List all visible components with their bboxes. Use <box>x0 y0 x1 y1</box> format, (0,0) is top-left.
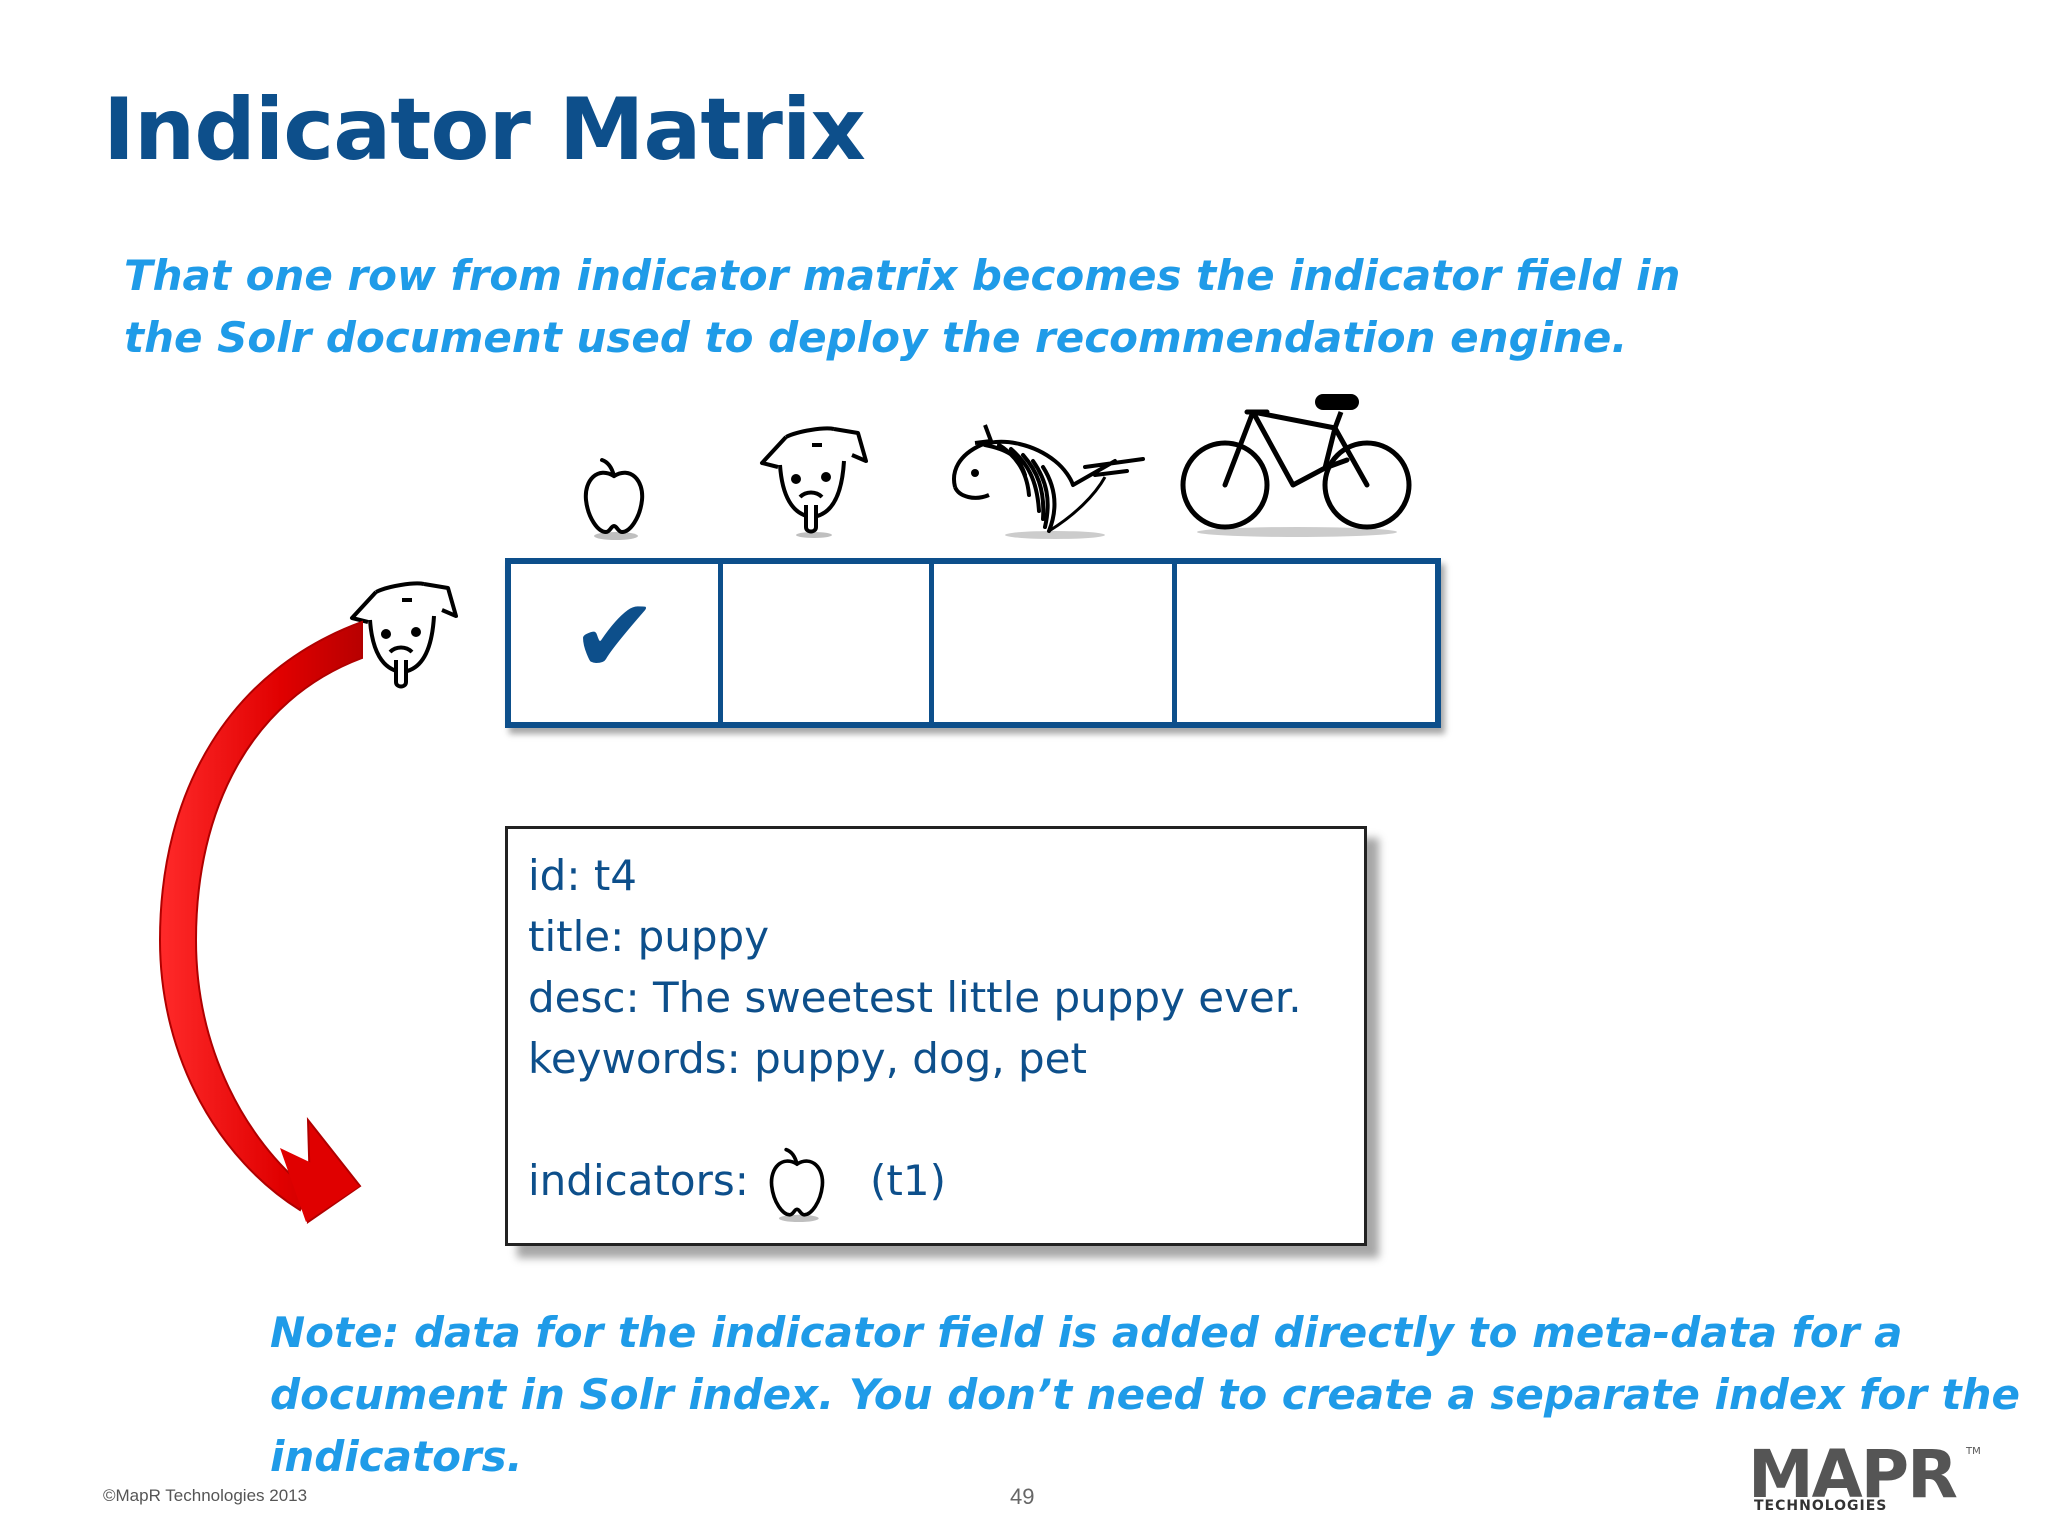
slide-title: Indicator Matrix <box>103 80 866 180</box>
matrix-cell-apple: ✔ <box>511 564 723 722</box>
doc-indicators-line: indicators: (t1) <box>528 1147 1344 1222</box>
slide-note: Note: data for the indicator field is ad… <box>270 1308 2020 1481</box>
doc-indicators-label: indicators: <box>528 1156 749 1205</box>
apple-icon <box>578 456 650 540</box>
apple-icon <box>764 1146 830 1238</box>
doc-indicators-value: (t1) <box>870 1156 946 1205</box>
logo-word-r: R <box>1907 1436 1958 1513</box>
matrix-cell-pony <box>934 564 1177 722</box>
doc-keywords-line: keywords: puppy, dog, pet <box>528 1034 1087 1083</box>
doc-desc-line: desc: The sweetest little puppy ever. <box>528 973 1302 1022</box>
logo-tm: TM <box>1966 1446 1981 1457</box>
pony-icon <box>945 415 1150 540</box>
puppy-icon <box>748 415 878 540</box>
checkmark-icon: ✔ <box>571 575 659 697</box>
slide-subtitle: That one row from indicator matrix becom… <box>124 251 1681 362</box>
matrix-cell-bicycle <box>1177 564 1435 722</box>
solr-document-box: id: t4 title: puppy desc: The sweetest l… <box>505 826 1367 1246</box>
mapr-logo: MAPR TM TECHNOLOGIES <box>1748 1442 1981 1515</box>
page-number: 49 <box>1010 1484 1035 1509</box>
logo-word-main: MAP <box>1748 1436 1909 1513</box>
indicator-matrix-row: ✔ <box>505 558 1441 728</box>
footer-copyright: ©MapR Technologies 2013 <box>103 1486 308 1505</box>
logo-subtitle: TECHNOLOGIES <box>1754 1498 1888 1514</box>
matrix-cell-puppy <box>723 564 934 722</box>
puppy-row-icon <box>338 570 468 695</box>
doc-title-line: title: puppy <box>528 912 770 961</box>
red-curved-arrow-icon <box>150 600 390 1245</box>
bicycle-icon <box>1175 390 1420 540</box>
doc-id-line: id: t4 <box>528 851 638 900</box>
